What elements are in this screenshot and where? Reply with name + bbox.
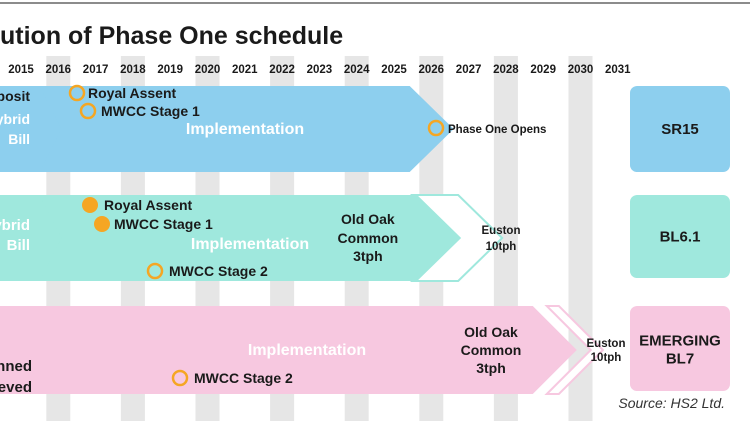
pre-phase-label-2-0: lanned xyxy=(0,358,32,375)
year-tick-2025: 2025 xyxy=(381,64,407,76)
implementation-bar-2 xyxy=(39,306,577,394)
implementation-label-0: Implementation xyxy=(186,121,304,138)
milestone-marker-0-2 xyxy=(427,119,445,137)
year-axis: 2015 2016 2017 2018 2019 2020 2021 2022 2023 2024… xyxy=(8,64,631,76)
pre-phase-label-0-1: Hybrid xyxy=(0,111,30,127)
schedule-row-0: DepositHybridBill Implementation Royal Ass… xyxy=(0,84,546,172)
year-tick-2026: 2026 xyxy=(419,64,445,76)
year-tick-2023: 2023 xyxy=(307,64,333,76)
milestone-label-0-1: MWCC Stage 1 xyxy=(101,103,200,119)
pre-phase-label-1-0: Hybrid xyxy=(0,217,30,234)
end-label-2-1: Common xyxy=(461,342,522,358)
milestone-label-1-1: MWCC Stage 1 xyxy=(114,216,213,232)
year-tick-2020: 2020 xyxy=(195,64,221,76)
milestone-marker-0-0 xyxy=(68,84,86,102)
implementation-label-2: Implementation xyxy=(248,342,366,359)
phase-badge-label-2-1: BL7 xyxy=(666,351,694,368)
schedule-rows: DepositHybridBillImplementationRoyal Ass… xyxy=(0,84,626,396)
pre-phase-label-2-1: Achieved xyxy=(0,379,32,396)
phase-badge-label-1: BL6.1 xyxy=(660,229,701,246)
milestone-label-0-2: Phase One Opens xyxy=(448,124,546,136)
year-tick-2019: 2019 xyxy=(157,64,183,76)
end-label-1-2: 3tph xyxy=(353,248,383,264)
milestone-marker-0-1 xyxy=(79,102,97,120)
extension-arrow-2 xyxy=(544,305,605,395)
year-tick-2029: 2029 xyxy=(530,64,556,76)
phase-badge-label-2-0: EMERGING xyxy=(639,333,721,350)
year-tick-2027: 2027 xyxy=(456,64,482,76)
year-tick-2024: 2024 xyxy=(344,64,370,76)
implementation-bar-0 xyxy=(39,86,454,172)
extension-label-2-0: Euston xyxy=(587,338,626,350)
year-tick-2031: 2031 xyxy=(605,64,631,76)
title-backdrop xyxy=(0,14,380,52)
milestone-label-2-0: MWCC Stage 2 xyxy=(194,370,293,386)
implementation-bar-1 xyxy=(39,195,462,281)
year-tick-2015: 2015 xyxy=(8,64,34,76)
year-tick-2022: 2022 xyxy=(269,64,295,76)
implementation-label-1: Implementation xyxy=(191,236,309,253)
pre-phase-label-0-2: Bill xyxy=(8,131,30,147)
year-tick-2030: 2030 xyxy=(568,64,594,76)
year-tick-2017: 2017 xyxy=(83,64,109,76)
end-label-2-0: Old Oak xyxy=(464,324,518,340)
year-tick-2021: 2021 xyxy=(232,64,258,76)
extension-label-2-1: 10tph xyxy=(591,352,622,364)
phase-badge-0 xyxy=(630,86,730,172)
year-tick-2016: 2016 xyxy=(46,64,72,76)
schedule-row-2: lannedAchieved Implementation Old OakCommo… xyxy=(0,305,626,396)
milestone-label-1-2: MWCC Stage 2 xyxy=(169,263,268,279)
milestone-label-0-0: Royal Assent xyxy=(88,85,177,101)
milestone-marker-2-0 xyxy=(171,369,189,387)
source-note: Source: HS2 Ltd. xyxy=(618,395,725,411)
phase-badge-label-0: SR15 xyxy=(661,121,699,138)
end-label-1-1: Common xyxy=(338,230,399,246)
extension-label-1-1: 10tph xyxy=(486,241,517,253)
milestone-label-1-0: Royal Assent xyxy=(104,197,193,213)
year-tick-2028: 2028 xyxy=(493,64,519,76)
end-label-1-0: Old Oak xyxy=(341,211,395,227)
milestone-marker-1-2 xyxy=(146,262,164,280)
chart-title: ution of Phase One schedule xyxy=(0,22,343,50)
extension-label-1-0: Euston xyxy=(482,225,521,237)
year-tick-2018: 2018 xyxy=(120,64,146,76)
pre-phase-label-1-1: Bill xyxy=(7,237,30,254)
pre-phase-label-0-0: Deposit xyxy=(0,88,30,104)
milestone-marker-1-1 xyxy=(94,216,110,232)
phase-badge-1 xyxy=(630,195,730,278)
phase-badge-2 xyxy=(630,306,730,391)
milestone-marker-1-0 xyxy=(82,197,98,213)
end-label-2-2: 3tph xyxy=(476,360,506,376)
